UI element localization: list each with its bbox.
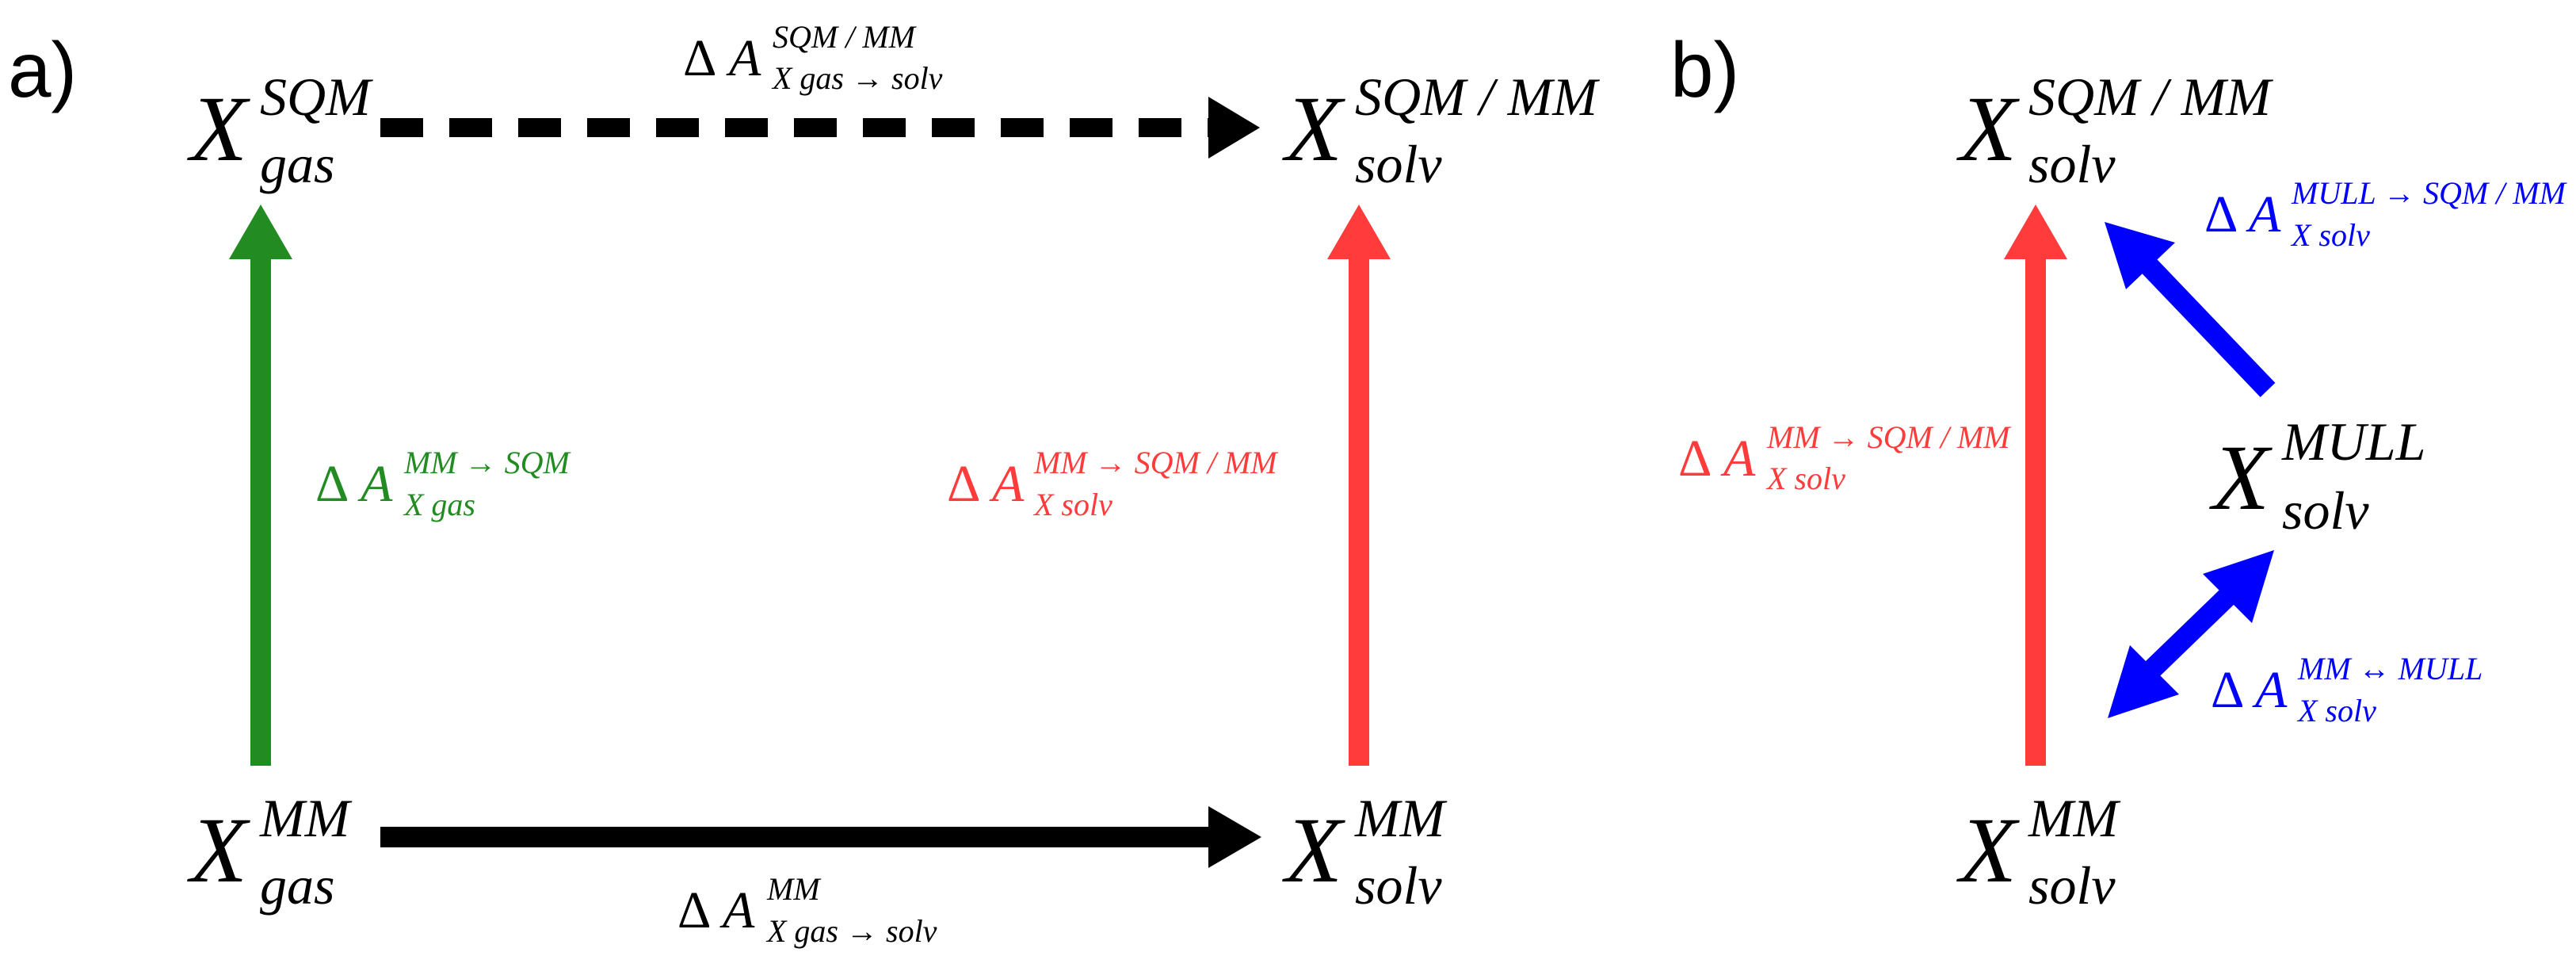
- state-x-gas-sqm-subscript: gas: [260, 134, 334, 194]
- label-b-upper-diagonal-transition: Δ A MULL → SQM / MM X solv: [2204, 175, 2568, 253]
- svg-text:MM: MM: [766, 871, 822, 907]
- state-x-gas-mm-subscript: gas: [260, 855, 334, 916]
- svg-text:A: A: [726, 29, 761, 87]
- state-x-solv-sqmmm-b-subscript: solv: [2028, 134, 2116, 194]
- panel-b-lower-diagonal-arrow: [2108, 550, 2274, 718]
- panel-a-bottom-arrow: [380, 806, 1261, 868]
- panel-a-right-arrow: [1327, 205, 1391, 766]
- svg-text:MM → SQM / MM: MM → SQM / MM: [1766, 419, 2012, 455]
- svg-text:Δ: Δ: [683, 29, 716, 87]
- state-x-solv-sqmmm-a-subscript: solv: [1355, 134, 1442, 194]
- svg-text:MM ↔ MULL: MM ↔ MULL: [2297, 651, 2483, 686]
- svg-text:MM → SQM / MM: MM → SQM / MM: [1033, 445, 1279, 480]
- svg-text:A: A: [719, 881, 755, 939]
- panel-b-letter: b): [1670, 26, 1739, 113]
- state-x-solv-sqmmm-b: X: [1956, 77, 2020, 181]
- state-x-gas-sqm: X: [187, 77, 250, 181]
- state-x-solv-sqmmm-a: X: [1282, 77, 1345, 181]
- panel-b-upper-diagonal-arrow: [2105, 222, 2276, 397]
- svg-text:Δ: Δ: [2211, 661, 2244, 719]
- state-x-solv-mm-b-superscript: MM: [2028, 788, 2121, 848]
- state-x-gas-sqm-superscript: SQM: [260, 67, 373, 127]
- svg-text:X gas: X gas: [403, 487, 475, 522]
- svg-text:A: A: [989, 455, 1025, 513]
- state-x-gas-mm-superscript: MM: [259, 788, 353, 848]
- svg-text:A: A: [2252, 661, 2288, 719]
- svg-text:X solv: X solv: [2290, 217, 2370, 253]
- state-x-solv-null-superscript: MULL: [2281, 411, 2425, 472]
- svg-text:MULL → SQM / MM: MULL → SQM / MM: [2291, 175, 2568, 211]
- label-bottom-transition: Δ A MM X gas → solv: [677, 871, 937, 949]
- svg-text:Δ: Δ: [1678, 430, 1712, 488]
- label-top-transition: Δ A SQM / MM X gas → solv: [683, 19, 943, 96]
- svg-text:Δ: Δ: [2204, 185, 2238, 243]
- svg-text:X solv: X solv: [1765, 461, 1845, 496]
- panel-a-top-arrow: [380, 97, 1260, 159]
- svg-text:A: A: [1720, 430, 1756, 488]
- svg-text:SQM / MM: SQM / MM: [773, 19, 918, 55]
- state-x-solv-mm-b: X: [1956, 798, 2020, 902]
- svg-text:Δ: Δ: [947, 455, 980, 513]
- label-left-transition: Δ A MM → SQM X gas: [315, 445, 572, 522]
- label-right-transition: Δ A MM → SQM / MM X solv: [947, 445, 1279, 522]
- svg-text:X solv: X solv: [1032, 487, 1112, 522]
- svg-text:A: A: [357, 455, 393, 513]
- panel-b-vertical-arrow: [2004, 205, 2067, 766]
- panel-a-left-arrow: [229, 205, 292, 766]
- state-x-solv-mm-a-subscript: solv: [1355, 855, 1442, 916]
- svg-text:X gas → solv: X gas → solv: [765, 913, 937, 949]
- state-x-solv-null: X: [2209, 426, 2273, 530]
- svg-text:MM → SQM: MM → SQM: [403, 445, 572, 480]
- state-x-solv-mm-b-subscript: solv: [2028, 855, 2116, 916]
- state-x-gas-mm: X: [187, 798, 250, 902]
- state-x-solv-sqmmm-a-superscript: SQM / MM: [1355, 67, 1600, 127]
- svg-text:X solv: X solv: [2296, 693, 2376, 728]
- svg-text:X gas → solv: X gas → solv: [771, 60, 943, 96]
- panel-a-letter: a): [8, 26, 77, 113]
- state-x-solv-mm-a: X: [1282, 798, 1345, 902]
- label-b-lower-diagonal-transition: Δ A MM ↔ MULL X solv: [2211, 651, 2483, 728]
- label-b-vertical-transition: Δ A MM → SQM / MM X solv: [1678, 419, 2012, 496]
- svg-text:Δ: Δ: [677, 881, 711, 939]
- state-x-solv-null-subscript: solv: [2282, 480, 2369, 541]
- svg-text:Δ: Δ: [315, 455, 349, 513]
- state-x-solv-sqmmm-b-superscript: SQM / MM: [2028, 67, 2273, 127]
- svg-text:A: A: [2246, 185, 2281, 243]
- state-x-solv-mm-a-superscript: MM: [1354, 788, 1448, 848]
